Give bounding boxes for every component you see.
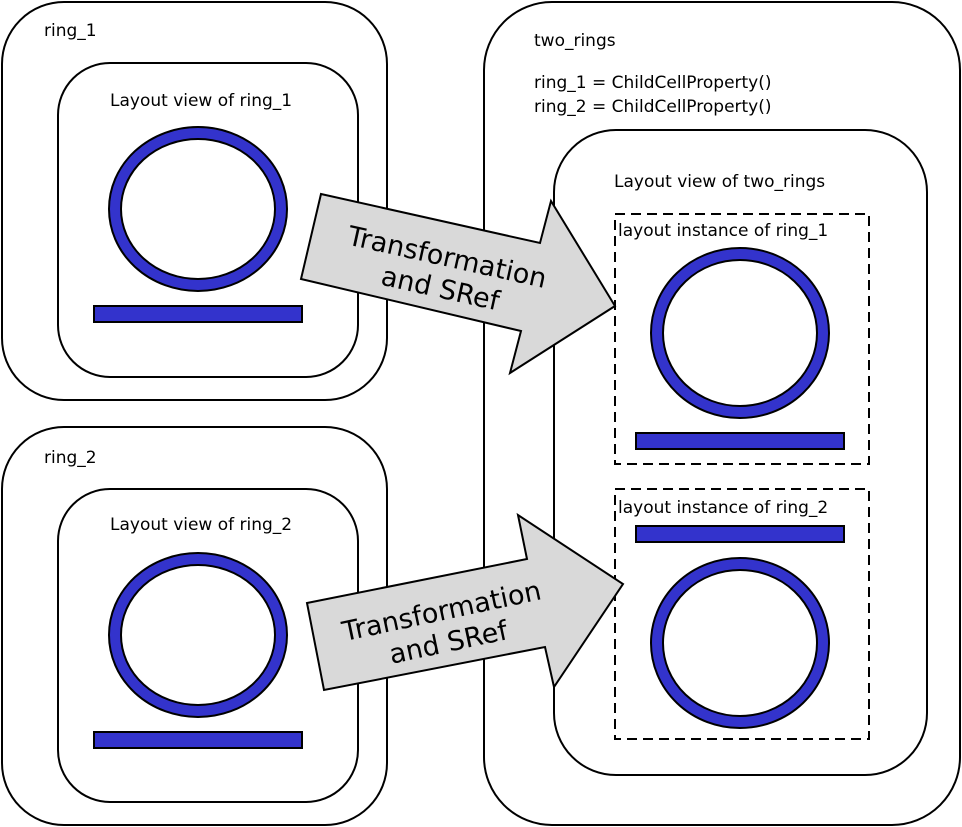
ring-shape — [650, 247, 830, 419]
property-line-ring-2: ring_2 = ChildCellProperty() — [534, 97, 772, 117]
layout-instance-ring-1: layout instance of ring_1 — [614, 213, 870, 465]
arrow-shape — [305, 512, 625, 692]
bus-waveguide — [93, 731, 303, 749]
ring-shape — [650, 557, 830, 729]
transformation-arrow-2: Transformation and SRef — [305, 512, 625, 692]
cell-ring-1: ring_1 Layout view of ring_1 — [1, 1, 388, 401]
layout-view-ring-1-label: Layout view of ring_1 — [110, 91, 292, 111]
layout-view-ring-2-label: Layout view of ring_2 — [110, 515, 292, 535]
ring-shape — [108, 126, 288, 292]
bus-waveguide — [635, 432, 845, 450]
cell-ring-2: ring_2 Layout view of ring_2 — [1, 426, 388, 826]
layout-view-two-rings-label: Layout view of two_rings — [614, 172, 825, 192]
bus-waveguide — [93, 305, 303, 323]
layout-instance-ring-2: layout instance of ring_2 — [614, 488, 870, 740]
instance-ring-2-box — [614, 488, 870, 740]
property-line-ring-1: ring_1 = ChildCellProperty() — [534, 73, 772, 93]
instance-ring-1-label: layout instance of ring_1 — [618, 221, 828, 241]
cell-ring-1-title: ring_1 — [44, 21, 97, 41]
cell-two-rings-title: two_rings — [534, 31, 616, 51]
cell-two-rings: two_rings ring_1 = ChildCellProperty() r… — [483, 1, 961, 826]
ring-shape — [108, 552, 288, 718]
bus-waveguide — [635, 525, 845, 543]
cell-ring-2-title: ring_2 — [44, 448, 97, 468]
instance-ring-1-box — [614, 213, 870, 465]
layout-view-two-rings-box — [553, 129, 928, 776]
arrow-shape — [299, 192, 617, 376]
instance-ring-2-label: layout instance of ring_2 — [618, 498, 828, 518]
